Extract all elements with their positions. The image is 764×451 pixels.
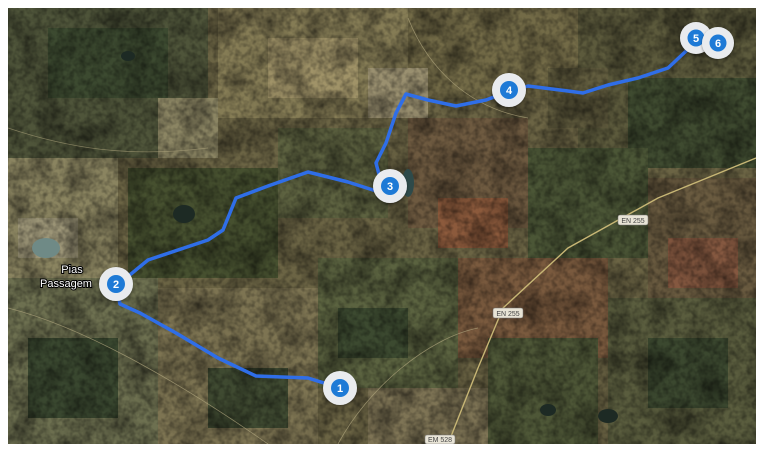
svg-text:EN 255: EN 255	[496, 311, 519, 318]
map-canvas[interactable]: EN 255 EN 255 EM 528 Pias Passagem 1 2	[8, 8, 756, 444]
svg-text:4: 4	[506, 85, 513, 97]
place-label-pias: Pias Passagem	[39, 263, 93, 291]
svg-text:Passagem: Passagem	[40, 278, 92, 290]
road-label-1: EN 255	[617, 214, 649, 226]
svg-text:3: 3	[387, 181, 393, 193]
road-label-2: EN 255	[492, 307, 524, 319]
svg-text:Pias: Pias	[61, 264, 83, 276]
waypoint-marker-6[interactable]: 6	[702, 27, 734, 59]
roads	[8, 17, 756, 444]
svg-text:5: 5	[693, 33, 699, 45]
satellite-map[interactable]: EN 255 EN 255 EM 528 Pias Passagem 1 2	[8, 8, 756, 444]
water-bodies	[32, 51, 618, 423]
waypoint-marker-3[interactable]: 3	[373, 169, 407, 203]
waypoint-marker-4[interactable]: 4	[492, 73, 526, 107]
svg-text:6: 6	[715, 38, 721, 50]
waypoint-marker-1[interactable]: 1	[323, 371, 357, 405]
svg-text:2: 2	[113, 279, 119, 291]
road-label-3: EM 528	[424, 434, 456, 444]
waypoint-marker-2[interactable]: 2	[99, 267, 133, 301]
svg-text:EN 255: EN 255	[621, 218, 644, 225]
svg-text:EM 528: EM 528	[428, 437, 452, 444]
svg-text:1: 1	[337, 383, 343, 395]
terrain-grain	[8, 8, 756, 444]
